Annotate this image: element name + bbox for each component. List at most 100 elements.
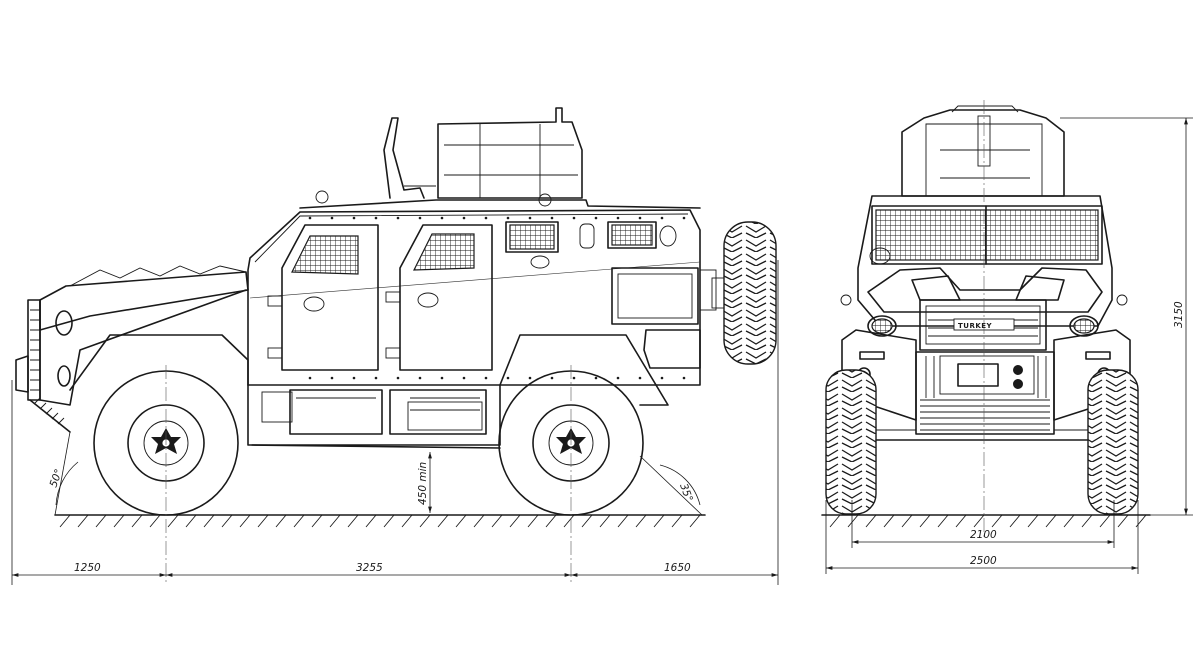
ground-hatch-mark: [437, 514, 449, 528]
rivet: [506, 216, 510, 220]
front-right-tire: [1087, 369, 1139, 515]
ground-hatch-mark: [1081, 514, 1093, 528]
ground-hatch-mark: [491, 514, 503, 528]
overall-width-label: 2500: [970, 555, 997, 567]
ground-hatch-mark: [1009, 514, 1021, 528]
ground-hatch-mark: [883, 514, 895, 528]
rivet: [308, 216, 312, 220]
side-hood: [15, 265, 249, 433]
ground-hatch-mark: [113, 514, 125, 528]
ground-hatch-mark: [1063, 514, 1075, 528]
rivet: [528, 376, 532, 380]
rivet: [484, 216, 488, 220]
rivet: [572, 376, 576, 380]
rivet: [418, 216, 422, 220]
rivet: [440, 216, 444, 220]
rivet: [550, 216, 554, 220]
ground-hatch-mark: [257, 514, 269, 528]
ground-hatch-mark: [365, 514, 377, 528]
rivet: [616, 376, 620, 380]
ground-hatch-mark: [473, 514, 485, 528]
rivet: [330, 216, 334, 220]
rivet: [440, 376, 444, 380]
ground-hatch-mark: [1117, 514, 1129, 528]
ground-hatch-mark: [1045, 514, 1057, 528]
ground-hatch-mark: [599, 514, 611, 528]
track-label: 2100: [970, 529, 997, 541]
approach-angle-label: 50°: [48, 467, 66, 489]
approach-angle: 50°: [48, 431, 79, 516]
rivet: [462, 216, 466, 220]
ground-hatch-mark: [95, 514, 107, 528]
front-bumper: [841, 329, 1131, 435]
rivet: [682, 376, 686, 380]
rivet: [638, 216, 642, 220]
ground-hatch-mark: [1027, 514, 1039, 528]
rivet: [594, 376, 598, 380]
ground-hatch-mark: [59, 514, 71, 528]
ground-hatch-mark: [829, 514, 841, 528]
side-view: 50° 35° 450 min 1250 3255 1650: [11, 107, 779, 585]
ground-hatch-mark: [311, 514, 323, 528]
side-length-dimensions: 1250 3255 1650: [11, 260, 779, 585]
ground-hatch-mark: [455, 514, 467, 528]
wheelbase-label: 3255: [356, 562, 383, 574]
rivet: [352, 376, 356, 380]
front-overhang-label: 1250: [74, 562, 101, 574]
rivet: [330, 376, 334, 380]
ground-hatch-mark: [275, 514, 287, 528]
ground-hatch-mark: [329, 514, 341, 528]
rivet: [660, 216, 664, 220]
ground-hatch-mark: [221, 514, 233, 528]
overall-height-dimension: 3150: [1060, 117, 1193, 516]
ground-hatch-mark: [401, 514, 413, 528]
rivet: [660, 376, 664, 380]
side-ground-line: [54, 514, 706, 528]
rivet: [616, 216, 620, 220]
overall-height-label: 3150: [1173, 301, 1185, 328]
ground-hatch-mark: [293, 514, 305, 528]
ground-hatch-mark: [149, 514, 161, 528]
ground-hatch-mark: [581, 514, 593, 528]
ground-hatch-mark: [545, 514, 557, 528]
ground-hatch-mark: [203, 514, 215, 528]
rivet: [506, 376, 510, 380]
ground-hatch-mark: [689, 514, 701, 528]
ground-hatch-mark: [973, 514, 985, 528]
ground-hatch-mark: [919, 514, 931, 528]
rivet: [374, 216, 378, 220]
grille-badge: TURKEY: [958, 322, 993, 330]
departure-angle: 35°: [639, 455, 703, 516]
rivet: [550, 376, 554, 380]
rivet: [638, 376, 642, 380]
ground-hatch-mark: [509, 514, 521, 528]
front-left-tire: [825, 369, 877, 515]
ground-hatch-mark: [847, 514, 859, 528]
departure-angle-label: 35°: [677, 482, 695, 504]
rivet: [418, 376, 422, 380]
ground-hatch-mark: [671, 514, 683, 528]
ground-hatch-mark: [419, 514, 431, 528]
ground-hatch-mark: [131, 514, 143, 528]
ground-hatch-mark: [239, 514, 251, 528]
side-turret: [299, 107, 701, 209]
rivet: [462, 376, 466, 380]
ground-hatch-mark: [383, 514, 395, 528]
rivet: [528, 216, 532, 220]
rivet: [396, 376, 400, 380]
front-turret: [901, 105, 1065, 197]
rivet: [352, 216, 356, 220]
ground-hatch-mark: [901, 514, 913, 528]
ground-hatch-mark: [635, 514, 647, 528]
ground-hatch-mark: [167, 514, 179, 528]
rivet: [396, 216, 400, 220]
ground-hatch-mark: [1135, 514, 1147, 528]
ground-clearance-dimension: 450 min: [417, 452, 432, 513]
ground-hatch-mark: [563, 514, 575, 528]
ground-hatch-mark: [653, 514, 665, 528]
ground-hatch-mark: [77, 514, 89, 528]
front-view: TURKEY: [821, 100, 1193, 574]
ground-hatch-mark: [955, 514, 967, 528]
side-hull: [69, 209, 717, 449]
